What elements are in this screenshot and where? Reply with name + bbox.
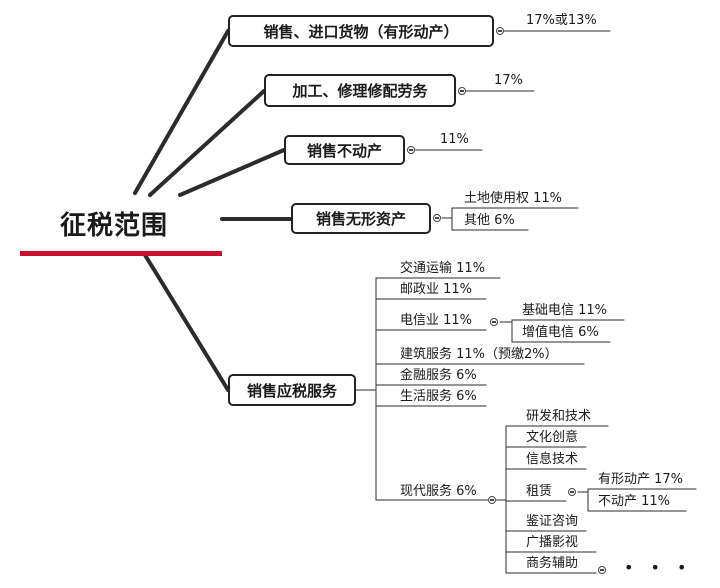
service-telecom[interactable]: 电信业 11% (400, 313, 473, 328)
modern-lease[interactable]: 租赁 (526, 484, 553, 499)
root-topic[interactable]: 征税范围 (60, 211, 169, 241)
modern-it[interactable]: 信息技术 (526, 452, 579, 467)
telecom-value-added[interactable]: 增值电信 6% (522, 325, 599, 340)
modern-culture[interactable]: 文化创意 (526, 430, 579, 445)
collapse-toggle-icon[interactable] (407, 146, 415, 154)
rate-processing[interactable]: 17% (494, 73, 523, 88)
lease-movable[interactable]: 有形动产 17% (598, 472, 684, 487)
rate-real-estate[interactable]: 11% (440, 132, 469, 147)
connector-goods (133, 29, 230, 195)
modern-business[interactable]: 商务辅助 (526, 556, 579, 571)
lease-immovable[interactable]: 不动产 11% (598, 494, 671, 509)
rate-goods[interactable]: 17%或13% (526, 13, 597, 28)
intangible-other[interactable]: 其他 6% (464, 213, 515, 228)
intangible-land-use[interactable]: 土地使用权 11% (464, 191, 563, 206)
root-underline (20, 251, 222, 256)
branch-processing[interactable]: 加工、修理修配劳务 (264, 74, 456, 107)
branch-services[interactable]: 销售应税服务 (228, 374, 356, 406)
service-construction[interactable]: 建筑服务 11%（预缴2%） (400, 347, 558, 362)
collapse-toggle-icon[interactable] (598, 566, 606, 574)
branch-goods[interactable]: 销售、进口货物（有形动产） (228, 15, 494, 47)
modern-assurance[interactable]: 鉴证咨询 (526, 514, 579, 529)
telecom-basic[interactable]: 基础电信 11% (522, 303, 608, 318)
modern-broadcast[interactable]: 广播影视 (526, 535, 579, 550)
service-transport[interactable]: 交通运输 11% (400, 261, 486, 276)
branch-intangible[interactable]: 销售无形资产 (291, 203, 431, 234)
connector-real-estate (178, 148, 286, 197)
collapse-toggle-icon[interactable] (433, 214, 441, 222)
service-finance[interactable]: 金融服务 6% (400, 368, 477, 383)
service-modern[interactable]: 现代服务 6% (400, 484, 477, 499)
collapse-toggle-icon[interactable] (458, 87, 466, 95)
collapse-toggle-icon[interactable] (488, 496, 496, 504)
collapse-toggle-icon[interactable] (490, 318, 498, 326)
service-life[interactable]: 生活服务 6% (400, 389, 477, 404)
branch-real-estate[interactable]: 销售不动产 (284, 135, 405, 165)
connector-services (143, 253, 230, 392)
collapse-toggle-icon[interactable] (568, 488, 576, 496)
modern-rd[interactable]: 研发和技术 (526, 409, 592, 424)
service-postal[interactable]: 邮政业 11% (400, 282, 473, 297)
collapse-toggle-icon[interactable] (496, 27, 504, 35)
connector-processing (148, 89, 266, 197)
more-items-ellipsis: • • • (624, 558, 693, 577)
